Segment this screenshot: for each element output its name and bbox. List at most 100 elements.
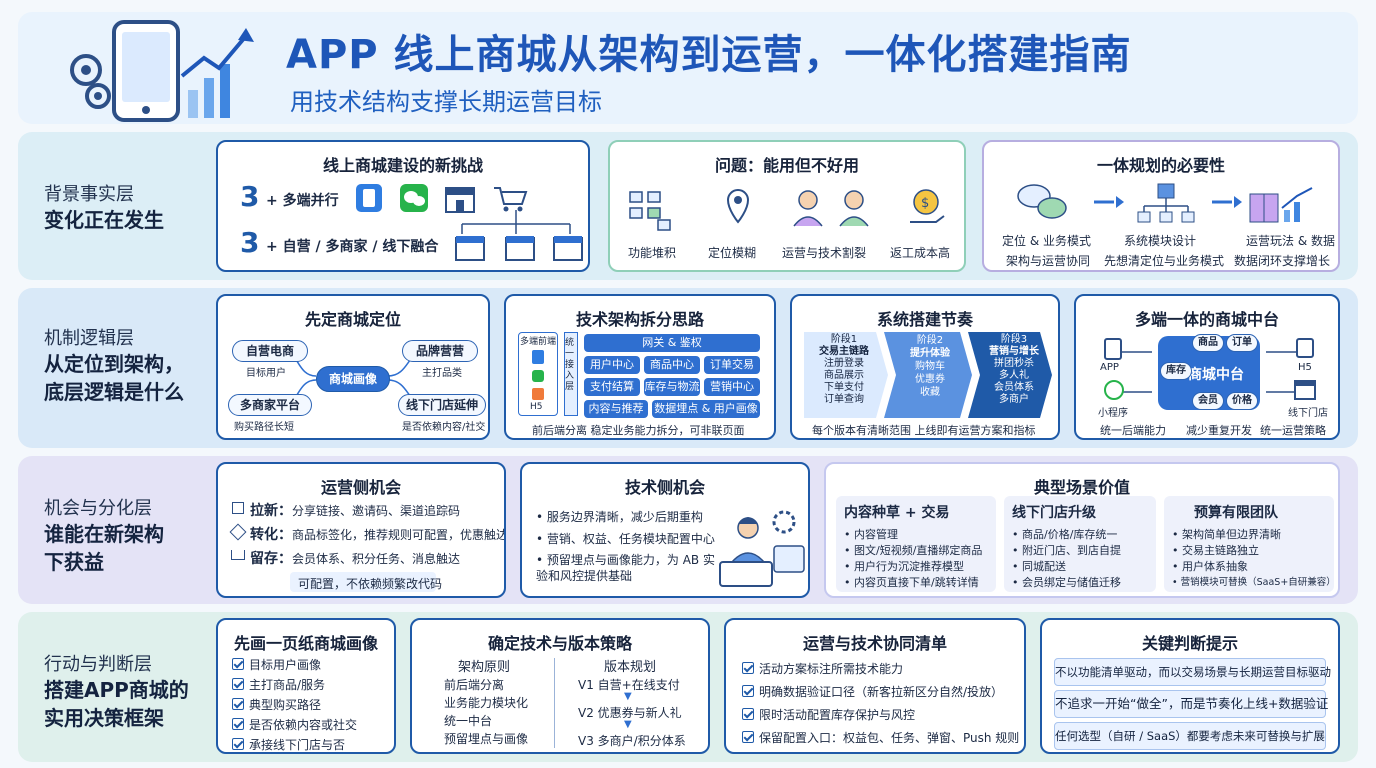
phase3: 阶段3 营销与增长 拼团秒杀 多人礼 会员体系 多商户: [980, 334, 1048, 406]
collab-item-text: 限时活动配置库存保护与风控: [759, 708, 916, 722]
tag-icon: [229, 523, 247, 541]
ops-row2-value: 商品标签化，推荐规则可配置，优惠触达: [292, 528, 506, 542]
collab-item-text: 保留配置入口：权益包、任务、弹窗、Push 规则: [759, 731, 1020, 745]
necessity-col3-a: 运营玩法 & 数据: [1246, 234, 1335, 248]
scenario-budget-item-text: 营销模块可替换（SaaS+自研兼容）: [1180, 577, 1336, 588]
layer3-label-main-1: 谁能在新架构: [44, 522, 164, 546]
scenario-content-item: • 内容管理: [844, 528, 898, 541]
check-icon: [742, 662, 754, 674]
row2-text: + 自营 / 多商家 / 线下融合: [266, 239, 439, 255]
scenario-offline-item: • 商品/价格/库存统一: [1012, 528, 1118, 541]
platform-node-order: 订单: [1226, 334, 1258, 352]
principle-item: 前后端分离: [444, 678, 505, 692]
architecture-caption: 前后端分离 稳定业务能力拆分，可非联页面: [532, 424, 745, 437]
phase-chevrons: [804, 332, 1052, 418]
ops-row1-value: 分享链接、邀请码、渠道追踪码: [292, 504, 461, 518]
necessity-col3-b: 数据闭环支撑增长: [1234, 254, 1331, 268]
scenario-content-item-text: 图文/短视频/直播绑定商品: [854, 544, 983, 557]
row1-text: + 多端并行: [266, 193, 339, 209]
portrait-item: 目标用户画像: [232, 656, 321, 673]
platform-node-price: 价格: [1226, 392, 1258, 410]
portrait-title: 先画一页纸商城画像: [233, 634, 378, 653]
principle-item: 预留埋点与画像: [444, 732, 529, 746]
gateway-column-label: 统一接入层: [565, 338, 575, 392]
phase1-item: 商品展示: [824, 370, 864, 381]
positioning-card-title: 先定商城定位: [304, 310, 401, 329]
check-icon: [232, 718, 244, 730]
version-v1: V1 自营+在线支付: [578, 678, 680, 692]
collab-item: 活动方案标注所需技术能力: [742, 660, 903, 677]
portrait-item-text: 目标用户画像: [249, 658, 322, 672]
problem-item-4: 返工成本高: [890, 246, 951, 260]
problem-item-1: 功能堆积: [628, 246, 677, 260]
scenario-content-item-text: 内容页直接下单/跳转详情: [854, 576, 979, 589]
ops-footer: 可配置，不依赖频繁改代码: [298, 577, 443, 591]
phase2-name: 提升体验: [910, 348, 950, 359]
scenario-title: 典型场景价值: [1033, 478, 1130, 497]
tech-item-2: • 营销、权益、任务模块配置中心: [536, 532, 715, 546]
architecture-card: 技术架构拆分思路 多端前端 H5 统一接入层 网关 & 鉴权 用户中心 商品中心…: [504, 294, 776, 440]
architecture-card-title: 技术架构拆分思路: [575, 310, 704, 329]
phase1: 阶段1 交易主链路 注册登录 商品展示 下单支付 订单查询: [810, 334, 878, 406]
page-subtitle: 用技术结构支撑长期运营目标: [290, 88, 602, 116]
portrait-item: 典型购买路径: [232, 696, 321, 713]
phase2-item: 优惠券: [915, 374, 945, 385]
scenario-budget-item-text: 用户体系抽象: [1182, 560, 1248, 573]
node-multi-merchant: 多商家平台: [228, 394, 312, 416]
platform-center: 商城中台: [1188, 367, 1244, 383]
portrait-item: 是否依赖内容或社交: [232, 716, 357, 733]
principle-item: 业务能力模块化: [444, 696, 529, 710]
middle-platform-card-title: 多端一体的商城中台: [1134, 310, 1279, 329]
scenario-budget-item: • 架构简单但边界清晰: [1172, 528, 1281, 541]
arrow-down-icon: ▼: [624, 691, 632, 702]
problem-card: 问题：能用但不好用 $ 功能堆积 定位模糊 运营与技术割裂 返工成本高: [608, 140, 966, 272]
mindmap-lines: [285, 351, 423, 405]
ops-row1-key: 拉新：: [250, 503, 292, 519]
svc-user: 用户中心: [584, 356, 640, 374]
platform-caption-1: 统一后端能力: [1100, 424, 1166, 437]
layer1-label-main: 变化正在发生: [44, 208, 164, 232]
node-brand: 品牌营营: [402, 340, 478, 362]
node-self-ecom: 自营电商: [232, 340, 308, 362]
auth-box: 网关 & 鉴权: [584, 334, 760, 352]
platform-links: [1122, 336, 1296, 410]
app-device-icon: [1104, 338, 1122, 360]
scenario-budget-item-text: 交易主链路独立: [1182, 544, 1259, 557]
node-self-ecom-sub: 目标用户: [246, 368, 286, 379]
svc-data: 数据埋点 & 用户画像: [652, 400, 760, 418]
share-icon: [232, 502, 244, 514]
versions-title: 版本规划: [604, 660, 657, 675]
judgement-tip-1: 不以功能清单驱动，而以交易场景与长期运营目标驱动: [1054, 658, 1331, 686]
collab-title: 运营与技术协同清单: [802, 634, 947, 653]
svc-order: 订单交易: [704, 356, 760, 374]
phase2-tag: 阶段2: [916, 335, 944, 346]
gateway-column: [564, 332, 578, 416]
rhythm-card-title: 系统搭建节奏: [876, 310, 973, 329]
ops-row3-value: 会员体系、积分任务、消息触达: [292, 552, 461, 566]
scenario-content-item: • 内容页直接下单/跳转详情: [844, 576, 979, 589]
phase3-name: 营销与增长: [989, 346, 1039, 357]
judgement-title: 关键判断提示: [1141, 634, 1238, 653]
portrait-item-text: 典型购买路径: [249, 698, 322, 712]
scenario-offline-item-text: 同城配送: [1022, 560, 1066, 573]
developer-icon: [719, 510, 805, 587]
check-icon: [742, 708, 754, 720]
strategy-title: 确定技术与版本策略: [487, 634, 632, 653]
phase1-item: 下单支付: [824, 382, 864, 393]
collab-item: 明确数据验证口径（新客拉新区分自然/投放）: [742, 683, 1003, 700]
portrait-item: 主打商品/服务: [232, 676, 325, 693]
necessity-col1-b: 架构与运营协同: [1006, 254, 1091, 268]
scenario-content-item: • 用户行为沉淀推荐模型: [844, 560, 964, 573]
ops-opportunity-title: 运营侧机会: [320, 478, 401, 497]
principle-item: 统一中台: [444, 714, 493, 728]
collab-item: 限时活动配置库存保护与风控: [742, 706, 915, 723]
layer2-label-top: 机制逻辑层: [44, 328, 134, 349]
check-icon: [232, 738, 244, 750]
scenario-offline-item: • 同城配送: [1012, 560, 1066, 573]
necessity-icons: [1017, 183, 1313, 223]
portrait-item-text: 是否依赖内容或社交: [249, 718, 358, 732]
rhythm-caption: 每个版本有清晰范围 上线即有运营方案和指标: [812, 424, 1036, 437]
svc-content: 内容与推荐: [584, 400, 648, 418]
scenario-budget-item: • 营销模块可替换（SaaS+自研兼容）: [1172, 577, 1336, 588]
layer1-label-top: 背景事实层: [44, 184, 134, 205]
